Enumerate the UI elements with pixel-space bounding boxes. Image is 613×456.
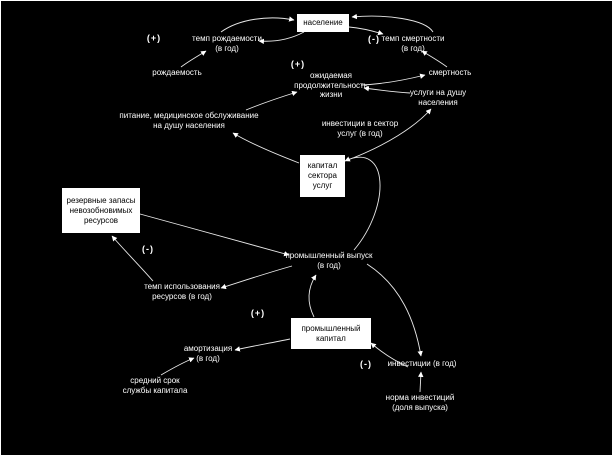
label-depreciation: амортизация (в год): [183, 344, 233, 363]
label-mortality: смертность: [428, 68, 472, 77]
label-life-expectancy: ожидаемая продолжительность жизни: [294, 71, 368, 100]
label-investment: инвестиции (в год): [387, 359, 457, 368]
label-fertility: рождаемость: [152, 68, 202, 77]
node-service-capital-box: капитал сектора услуг: [300, 155, 345, 197]
label-death-rate: темп смертности (в год): [381, 34, 445, 53]
label-resource-use-rate: темп использования ресурсов (в год): [144, 282, 220, 301]
label-service-investment: инвестиции в сектор услуг (в год): [321, 119, 399, 138]
label-services-per-capita: услуги на душу населения: [409, 88, 467, 107]
label-investment-rate: норма инвестиций (доля выпуска): [385, 393, 455, 412]
sign-birth-loop-plus: (+): [146, 33, 162, 43]
label-capital-lifetime: средний срок службы капитала: [122, 376, 188, 395]
label-industrial-output: промышленный выпуск (в год): [285, 251, 373, 270]
node-population-box: население: [297, 14, 349, 32]
node-industrial-capital-box: промышленный капитал: [291, 318, 371, 349]
label-food-medical-services: питание, медицинское обслуживание на душ…: [119, 111, 259, 130]
sign-depreciation-loop-minus: (-): [360, 359, 372, 369]
label-birth-rate: темп рождаемости (в год): [192, 34, 262, 53]
sign-services-link-plus: (+): [290, 59, 306, 69]
node-resource-reserves-box: резервные запасы невозобновимых ресурсов: [62, 188, 140, 233]
sign-investment-loop-plus: (+): [250, 308, 266, 318]
sign-death-loop-minus: (-): [368, 34, 380, 44]
sign-resource-loop-minus: (-): [142, 244, 154, 254]
